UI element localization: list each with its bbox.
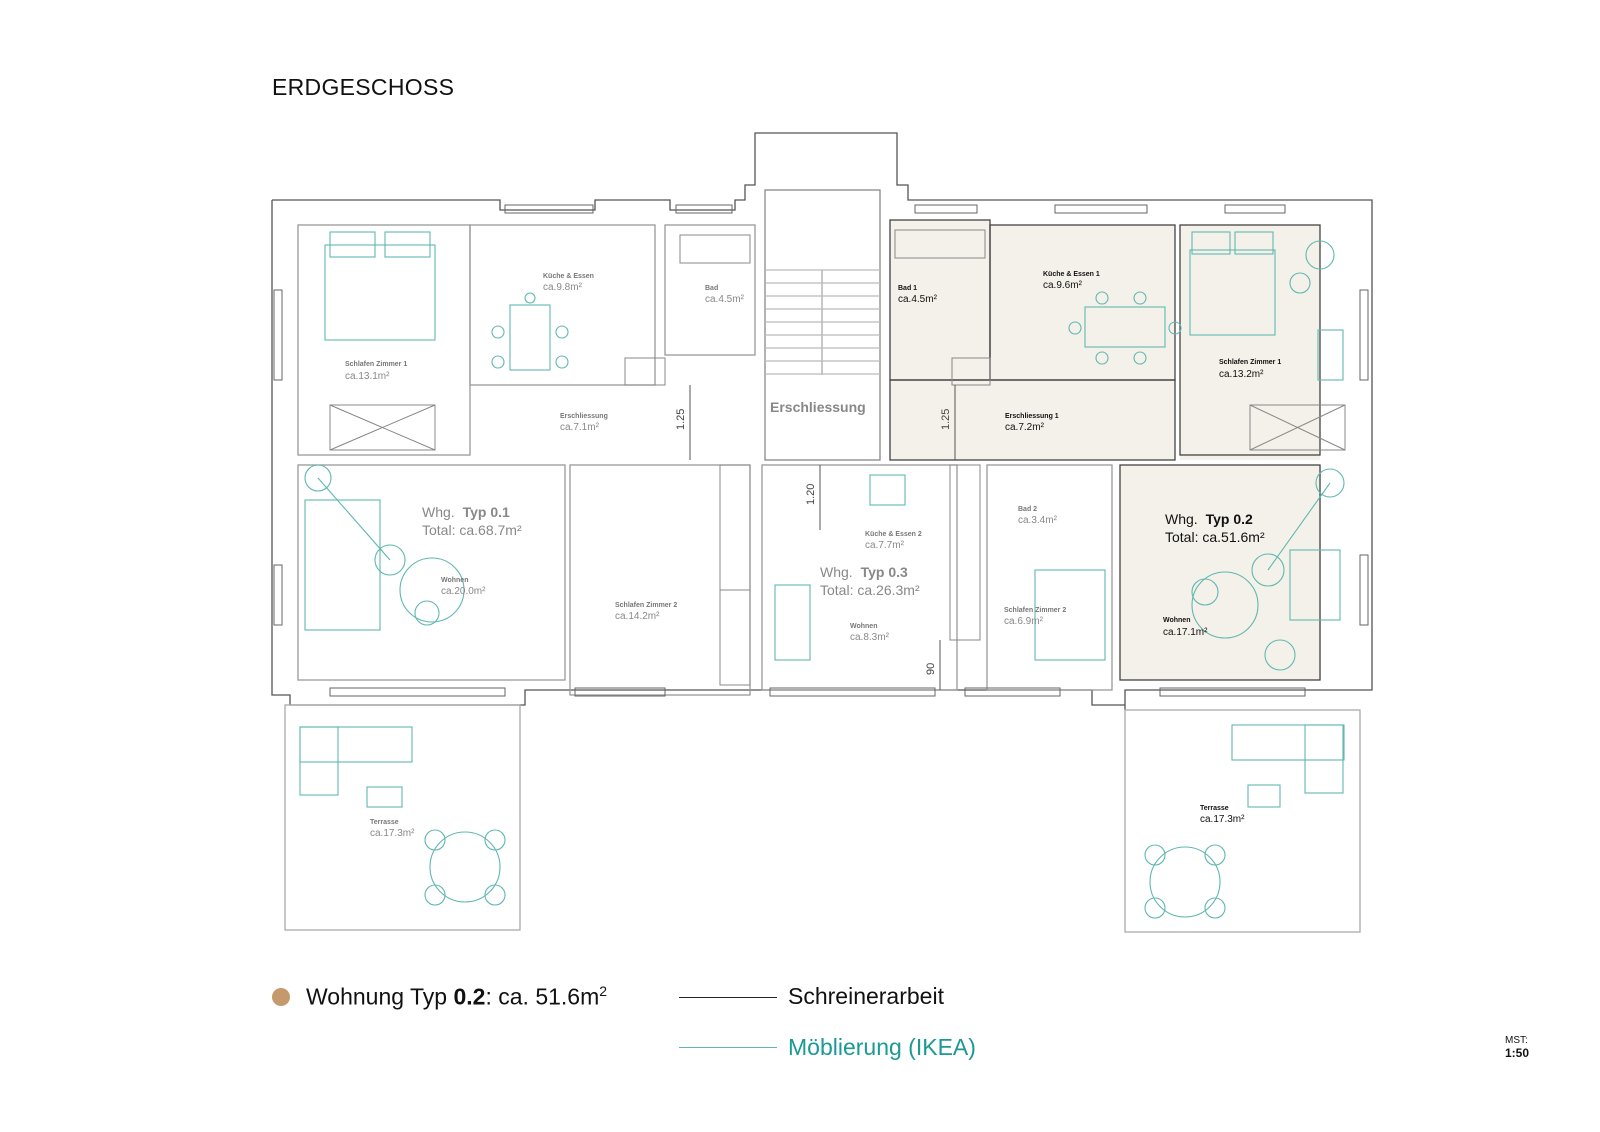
unit-label-03: Whg. Typ 0.3	[820, 564, 908, 580]
room-name: Wohnen	[850, 623, 877, 630]
room-name: Schlafen Zimmer 1	[345, 361, 407, 368]
room-area: ca.9.6m²	[1043, 280, 1083, 291]
room-name: Bad	[705, 285, 718, 292]
unit-name: Whg.	[820, 564, 853, 580]
room-area: ca.17.3m²	[370, 828, 415, 839]
dimension-lines	[689, 385, 956, 690]
room-area: ca.7.1m²	[560, 422, 600, 433]
core-label: Erschliessung	[770, 399, 866, 415]
dimension-labels: 1.25 1.25 1.20 90	[675, 409, 952, 675]
unit-labels: Whg. Typ 0.1 Total: ca.68.7m² Whg. Typ 0…	[422, 504, 1265, 598]
room-name: Erschliessung 1	[1005, 413, 1059, 420]
room-area: ca.14.2m²	[615, 611, 660, 622]
unit-total: Total: ca.51.6m²	[1165, 529, 1265, 545]
room-name: Schlafen Zimmer 1	[1219, 359, 1281, 366]
room-name: Schlafen Zimmer 2	[615, 602, 677, 609]
room-area: ca.8.3m²	[850, 632, 890, 643]
unit-total: Total: ca.26.3m²	[820, 582, 920, 598]
room-name: Küche & Essen 2	[865, 531, 922, 538]
room-area: ca.17.1m²	[1163, 627, 1208, 638]
dim-label: 90	[925, 663, 937, 675]
unit-name: Whg.	[422, 504, 455, 520]
unit-color-dot	[272, 988, 290, 1006]
legend-unit-suffix: : ca. 51.6m	[485, 983, 600, 1010]
room-area: ca.17.3m²	[1200, 814, 1245, 825]
page-title: ERDGESCHOSS	[272, 74, 455, 100]
room-labels: Schlafen Zimmer 1 ca.13.1m² Küche & Esse…	[345, 271, 1281, 839]
room-area: ca.6.9m²	[1004, 616, 1044, 627]
legend-line-carpentry	[679, 997, 777, 998]
room-name: Terrasse	[370, 819, 399, 826]
dim-label: 1.25	[675, 409, 687, 430]
unit-type: Typ 0.2	[1206, 511, 1253, 527]
room-name: Bad 1	[898, 285, 917, 292]
room-area: ca.4.5m²	[705, 294, 745, 305]
room-name: Wohnen	[1163, 617, 1190, 624]
room-area: ca.20.0m²	[441, 586, 486, 597]
scale-label: MST:	[1505, 1035, 1528, 1046]
room-name: Schlafen Zimmer 2	[1004, 607, 1066, 614]
room-area: ca.13.1m²	[345, 371, 390, 382]
legend-carpentry-label: Schreinerarbeit	[788, 983, 944, 1009]
dim-label: 1.25	[940, 409, 952, 430]
room-area: ca.9.8m²	[543, 282, 583, 293]
unit-total: Total: ca.68.7m²	[422, 522, 522, 538]
room-area: ca.7.2m²	[1005, 422, 1045, 433]
cabinetry	[329, 229, 1346, 686]
windows	[273, 204, 1369, 697]
building-walls	[271, 132, 1373, 933]
furniture	[299, 231, 1345, 919]
room-name: Bad 2	[1018, 506, 1037, 513]
unit-label-01: Whg. Typ 0.1	[422, 504, 510, 520]
unit-type: Typ 0.1	[463, 504, 510, 520]
room-name: Küche & Essen 1	[1043, 271, 1100, 278]
unit-type: Typ 0.3	[861, 564, 908, 580]
legend-unit-label: Wohnung Typ 0.2: ca. 51.6m2	[306, 983, 607, 1011]
room-area: ca.7.7m²	[865, 540, 905, 551]
legend-unit-prefix: Wohnung Typ	[306, 983, 454, 1010]
room-name: Küche & Essen	[543, 273, 594, 280]
legend-line-furniture	[679, 1047, 777, 1048]
room-area: ca.3.4m²	[1018, 515, 1058, 526]
scale-value: 1:50	[1505, 1046, 1530, 1060]
room-area: ca.13.2m²	[1219, 369, 1264, 380]
legend-furniture-label: Möblierung (IKEA)	[788, 1034, 976, 1060]
room-area: ca.4.5m²	[898, 294, 938, 305]
legend-unit-type: 0.2	[453, 983, 486, 1010]
legend-unit-sup: 2	[599, 983, 608, 999]
dim-label: 1.20	[805, 484, 817, 505]
unit-name: Whg.	[1165, 511, 1198, 527]
room-name: Erschliessung	[560, 413, 608, 420]
room-name: Wohnen	[441, 577, 468, 584]
room-name: Terrasse	[1200, 805, 1229, 812]
unit-label-02: Whg. Typ 0.2	[1165, 511, 1253, 527]
